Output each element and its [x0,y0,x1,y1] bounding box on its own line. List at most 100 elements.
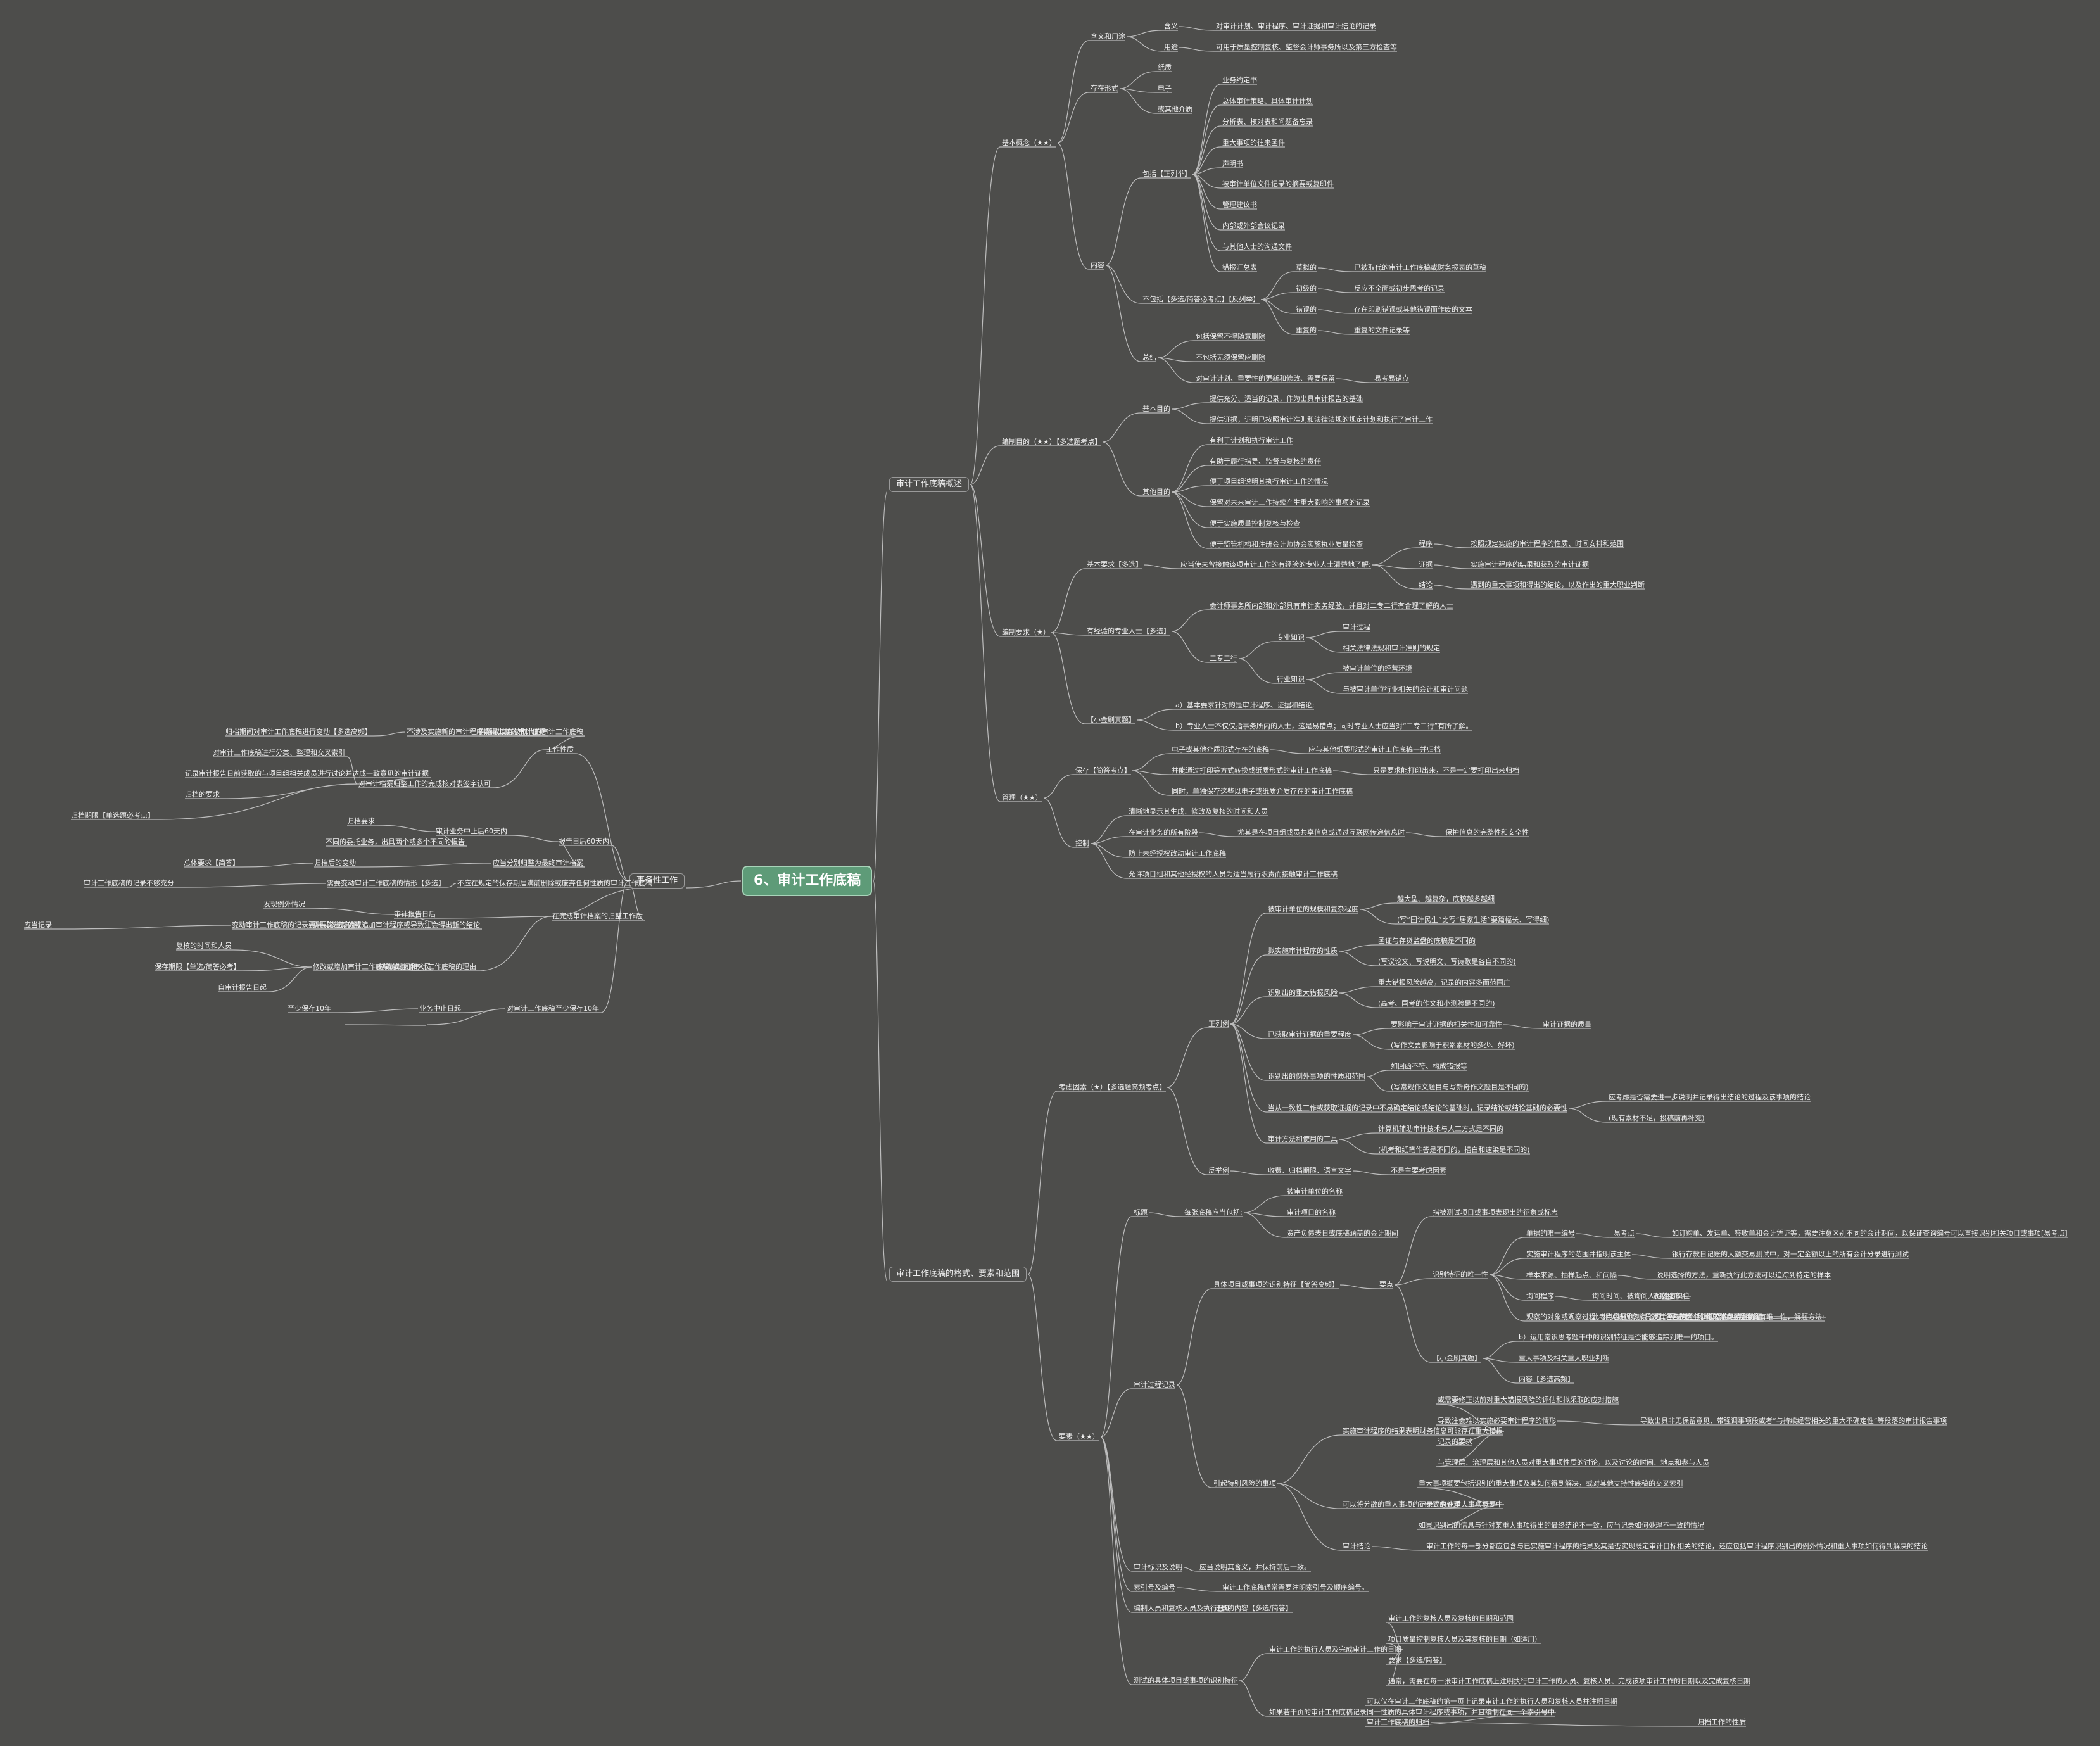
f-2-a[interactable]: 函证与存货监盘的底稿是不同的 [1378,937,1476,945]
node-archive-deadline[interactable]: 审计业务中止后60天内 [436,827,507,835]
node-basic-concept[interactable]: 基本概念（★★） [1002,139,1056,147]
node-title[interactable]: 标题 [1134,1208,1148,1217]
ik-2[interactable]: 与被审计单位行业相关的会计和审计问题 [1343,685,1468,693]
inc-2[interactable]: 总体审计策略、具体审计计划 [1222,97,1313,105]
node-meaning-text[interactable]: 对审计计划、审计程序、审计证据和审计结论的记录 [1216,22,1376,30]
node-major-matters[interactable]: 引起特别风险的事项 [1213,1479,1276,1488]
node-keep[interactable]: 保存【简答考点】 [1075,766,1131,775]
tip-1-b[interactable]: b）专业人士不仅仅指事务所内的人士，这是易错点；同时专业人士应当对“二专二行”有… [1175,722,1473,730]
mm-2[interactable]: 导致注会难以实施必要审计程序的情形 [1438,1417,1556,1425]
sum-3[interactable]: 对审计计划、重要性的更新和修改、需要保留 [1196,374,1335,383]
node-use-text[interactable]: 可用于质量控制复核、监督会计师事务所以及第三方检查等 [1216,43,1397,51]
case-1[interactable]: 发现例外情况 [263,900,305,908]
keep-2-text[interactable]: 只是要求能打印出来，不是一定要打印出来归档 [1373,766,1519,775]
title-each[interactable]: 每张底稿应当包括: [1184,1208,1243,1217]
node-paper[interactable]: 纸质 [1158,63,1172,72]
rec-1[interactable]: 重大事项概要包括识别的重大事项及其如何得到解决，或对其他支持性底稿的交叉索引 [1419,1479,1683,1488]
op-3[interactable]: 便于项目组说明其执行审计工作的情况 [1210,478,1328,486]
node-process[interactable]: 审计过程记录 [1134,1381,1175,1389]
branch-overview[interactable]: 审计工作底稿概述 [889,477,970,492]
node-factors[interactable]: 考虑因素（★）【多选题高频考点】 [1059,1083,1167,1091]
node-inconsistent[interactable]: 审计结论 [1343,1542,1370,1550]
f-6[interactable]: 当从一致性工作或获取证据的记录中不易确定结论或结论的基础时，记录结论或结论基础的… [1268,1104,1567,1112]
rec-2[interactable]: 不一致的处理 [1419,1500,1460,1509]
u-5-tag[interactable]: 此考点容易命制简答题，要求考生判断识别特征是否具有唯一性，解题方法: [1592,1313,1825,1321]
node-index[interactable]: 编制人员和复核人员及执行日期 [1134,1604,1231,1612]
f-7[interactable]: 审计方法和使用的工具 [1268,1135,1338,1143]
inc-9[interactable]: 与其他人士的沟通文件 [1222,243,1292,251]
cr-1[interactable]: 复核的时间和人员 [176,942,232,950]
kp-def[interactable]: 指被测试项目或事项表现出的征象或标志 [1433,1208,1558,1217]
nature-3[interactable]: 记录审计报告日前获取的与项目组相关成员进行讨论并达成一致意见的审计证据 [185,769,429,778]
exc-dup-text[interactable]: 重复的文件记录等 [1354,326,1410,334]
node-exam-tip-1[interactable]: 【小金刷真题】 [1087,716,1135,724]
node-content[interactable]: 内容 [1091,261,1104,269]
ctrl-2-note[interactable]: 保护信息的完整性和安全性 [1445,828,1529,837]
f-4-a[interactable]: 要影响于审计证据的相关性和可靠性 [1391,1020,1502,1028]
ret-1[interactable]: 业务中止日起 [419,1004,461,1013]
node-prep-content[interactable]: 审计工作的执行人员及完成审计工作的日期 [1269,1645,1401,1654]
node-excludes[interactable]: 不包括【多选/简答必考点】【反列举】 [1142,295,1260,303]
op-6[interactable]: 便于监管机构和注册会计师协会实施执业质量检查 [1210,540,1363,548]
op-4[interactable]: 保留对未来审计工作持续产生重大影响的事项的记录 [1210,498,1370,507]
inc-7[interactable]: 管理建议书 [1222,201,1257,209]
exc-prelim[interactable]: 初级的 [1296,284,1317,293]
case-2[interactable]: 需要实施新的或追加审计程序或导致注会得出新的结论 [313,921,480,929]
node-change-record[interactable]: 修改或增加审计工作底稿的理由 [379,963,476,971]
u-4-tag[interactable]: 询问时间、被询问人的姓名职位 [1592,1292,1690,1300]
inc-6[interactable]: 被审计单位文件记录的摘要或复印件 [1222,180,1334,188]
node-prep-req2[interactable]: 如果若干页的审计工作底稿记录同一性质的具体审计程序或事项，并且编制在同一个索引号… [1269,1708,1555,1716]
case-2-b[interactable]: 应当记录 [24,921,52,929]
f-7-a[interactable]: 计算机辅助审计技术与人工方式是不同的 [1378,1125,1503,1133]
case-2-a[interactable]: 变动审计工作底稿的记录要求【多选高频】 [232,921,364,929]
node-management[interactable]: 管理（★★） [1002,794,1042,802]
f-4[interactable]: 已获取审计证据的重要程度 [1268,1030,1351,1039]
node-archive-req[interactable]: 报告日后60天内 [559,837,609,845]
node-electronic[interactable]: 电子 [1158,84,1172,92]
pr-2[interactable]: 审计工作底稿的归档 [1367,1718,1429,1726]
f-3[interactable]: 识别出的重大错报风险 [1268,989,1338,997]
u-1-text[interactable]: 如订购单、发运单、签收单和会计凭证等，需要注意区别不同的会计期间，以保证查询编号… [1672,1229,2068,1237]
nature-1[interactable]: 归档期间对审计工作底稿进行变动【多选高频】 [225,728,372,736]
f-4-b[interactable]: (写作文要影响于积累素材的多少、好坏) [1391,1041,1515,1049]
title-2[interactable]: 审计项目的名称 [1287,1208,1336,1217]
marks-text[interactable]: 审计工作底稿通常需要注明索引号及顺序编号。 [1222,1583,1369,1591]
bp-1[interactable]: 提供充分、适当的记录，作为出具审计报告的基础 [1210,395,1363,403]
node-industry-knowledge[interactable]: 行业知识 [1277,675,1305,683]
ctrl-2-text[interactable]: 尤其是在项目组成员共享信息或通过互联网传递信息时 [1237,828,1405,837]
pr-1[interactable]: 可以仅在审计工作底稿的第一页上记录审计工作的执行人员和复核人员并注明日期 [1367,1697,1617,1705]
node-archive-change[interactable]: 对审计档案归整工作的完成核对表签字认可 [358,780,491,788]
cr-3[interactable]: 自审计报告日起 [218,984,267,992]
req-evidence[interactable]: 证据 [1419,560,1433,569]
f-3-a[interactable]: 重大错报风险越高，记录的内容多而范围广 [1378,978,1510,987]
ctrl-4[interactable]: 允许项目组和其他经授权的人员为适当履行职责而接触审计工作底稿 [1129,870,1338,878]
keep-1[interactable]: 电子或其他介质形式存在的底稿 [1172,745,1269,754]
pc-1[interactable]: 审计工作的复核人员及复核的日期和范围 [1388,1614,1514,1623]
pk-1[interactable]: 审计过程 [1343,623,1370,631]
ik-1[interactable]: 被审计单位的经营环境 [1343,664,1412,673]
u-5-text[interactable]: a）记忆表格中总结的常见识别特征; [1653,1313,1764,1321]
f-3-b[interactable]: (高考、国考的作文和小测验是不同的) [1378,999,1495,1008]
tip-2-b[interactable]: 内容【多选高频】 [1519,1375,1574,1383]
neg-1-note[interactable]: 不是主要考虑因素 [1391,1167,1446,1175]
inc-10[interactable]: 错报汇总表 [1222,263,1257,272]
inc-4[interactable]: 重大事项的往来函件 [1222,139,1285,147]
branch-archive[interactable]: 事务性工作 [629,873,685,889]
ctrl-3[interactable]: 防止未经授权改动审计工作底稿 [1129,849,1226,857]
node-nature-tag[interactable]: 删除或废弃被取代的审计工作底稿 [479,728,583,736]
node-other-purpose[interactable]: 其他目的 [1142,488,1170,496]
node-use[interactable]: 用途 [1164,43,1178,51]
node-prep-req[interactable]: 编制要求（★） [1002,628,1050,636]
f-1-b[interactable]: (写“国计民生”比写“居家生活”要篇幅长、写得细) [1397,916,1550,924]
op-1[interactable]: 有利于计划和执行审计工作 [1210,436,1293,445]
f-6-a[interactable]: 应考虑是否需要进一步说明并记录得出结论的过程及该事项的结论 [1609,1093,1811,1101]
keep-1-text[interactable]: 应与其他纸质形式的审计工作底稿一并归档 [1308,745,1441,754]
node-includes[interactable]: 包括【正列举】 [1142,170,1191,178]
req-conclusion-text[interactable]: 遇到的重大事项和得出的结论，以及作出的重大职业判断 [1471,581,1645,589]
deadline-1[interactable]: 归档要求 [347,817,375,825]
pr-2-note[interactable]: 归档工作的性质 [1697,1718,1746,1726]
audit-conclusion-text[interactable]: 应当说明其含义，并保持前后一致。 [1199,1563,1311,1571]
f-5-a[interactable]: 如回函不符、构成错报等 [1391,1062,1467,1070]
u-3-text[interactable]: 说明选择的方法，重新执行此方法可以追踪到特定的样本 [1657,1271,1831,1279]
node-preparers[interactable]: 测试的具体项目或事项的识别特征 [1134,1676,1238,1685]
